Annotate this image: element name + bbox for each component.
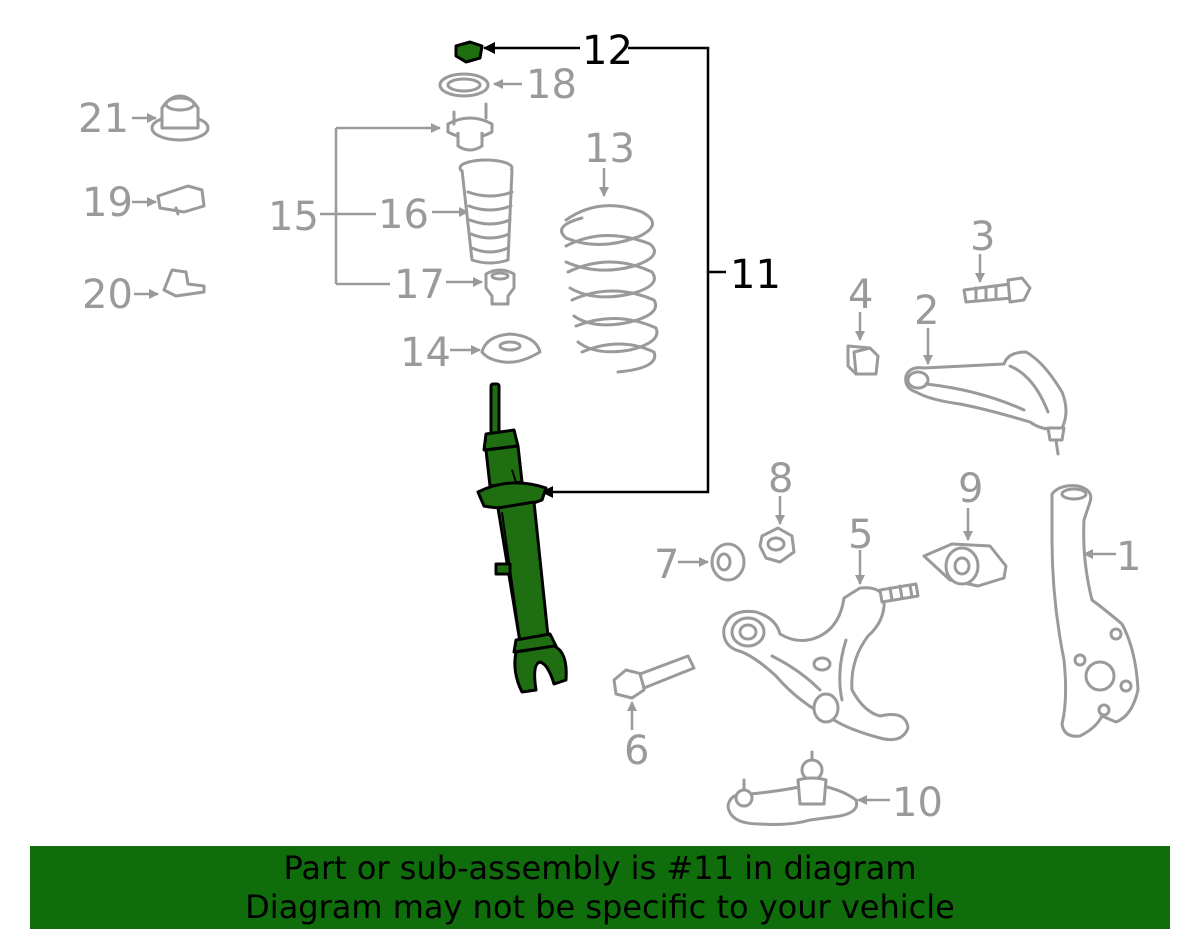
part-1-knuckle <box>1050 484 1140 738</box>
callout-3: 3 <box>970 214 995 260</box>
callout-10: 10 <box>892 780 943 826</box>
callout-20: 20 <box>82 272 133 318</box>
part-21-nut <box>150 94 210 142</box>
callout-21: 21 <box>78 96 129 142</box>
part-10-ball-joint <box>726 750 859 826</box>
callout-7: 7 <box>654 542 679 588</box>
part-14-seat <box>480 332 542 364</box>
callout-6: 6 <box>624 728 649 774</box>
callout-13: 13 <box>584 126 635 172</box>
part-5-lower-arm <box>722 582 920 742</box>
callout-17: 17 <box>394 262 445 308</box>
info-banner: Part or sub-assembly is #11 in diagram D… <box>30 846 1170 929</box>
part-20-bracket <box>162 268 206 298</box>
callout-8: 8 <box>768 456 793 502</box>
part-13-spring <box>560 204 659 374</box>
callout-19: 19 <box>82 180 133 226</box>
callout-16: 16 <box>378 192 429 238</box>
part-8-nut <box>758 526 796 564</box>
part-15-mount <box>446 102 494 152</box>
part-2-upper-arm <box>904 350 1068 456</box>
parts-diagram: 21 19 20 12 11 18 15 <box>78 28 1141 826</box>
part-11-strut <box>476 382 568 694</box>
callout-15: 15 <box>268 194 319 240</box>
part-17-bumpstop <box>484 268 516 306</box>
callout-2: 2 <box>914 288 939 334</box>
part-4-bushing <box>846 344 880 376</box>
part-12-nut <box>454 40 484 64</box>
part-7-washer <box>710 542 746 582</box>
banner-line-2: Diagram may not be specific to your vehi… <box>245 887 955 926</box>
part-3-bolt <box>962 276 1032 304</box>
part-19-clip <box>156 184 206 216</box>
callout-4: 4 <box>848 272 873 318</box>
callout-5: 5 <box>848 512 873 558</box>
part-18-washer <box>438 72 490 98</box>
callout-9: 9 <box>958 466 983 512</box>
callout-11: 11 <box>730 252 781 298</box>
callout-18: 18 <box>526 62 577 108</box>
part-6-bolt <box>612 654 696 700</box>
part-16-boot <box>458 158 514 265</box>
banner-line-1: Part or sub-assembly is #11 in diagram <box>283 848 917 887</box>
callout-12: 12 <box>582 28 633 74</box>
callout-1: 1 <box>1116 534 1141 580</box>
callout-14: 14 <box>400 330 451 376</box>
part-9-bushing <box>922 542 1008 588</box>
